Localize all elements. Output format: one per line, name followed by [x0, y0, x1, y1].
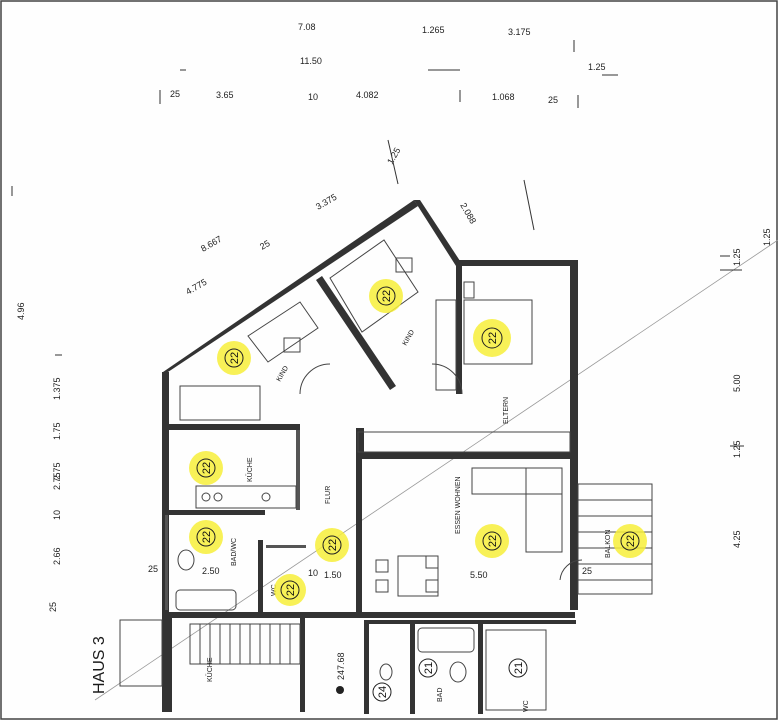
svg-text:10: 10: [308, 568, 318, 578]
svg-text:11.50: 11.50: [300, 56, 322, 66]
svg-text:25: 25: [548, 95, 558, 105]
svg-text:8.667: 8.667: [199, 234, 224, 254]
room-label-eltern: ELTERN: [503, 397, 510, 424]
svg-text:1.25: 1.25: [588, 62, 606, 72]
svg-text:22: 22: [327, 539, 339, 551]
svg-text:2.088: 2.088: [458, 201, 478, 226]
marker-balkon: 22: [613, 524, 647, 558]
svg-text:1.25: 1.25: [385, 146, 402, 166]
room-label-kueche2: KÜCHE: [206, 657, 214, 682]
marker-wc: 22: [274, 574, 306, 606]
svg-text:2.75: 2.75: [52, 472, 62, 490]
room-label-kind2: KIND: [402, 329, 416, 347]
svg-text:4.96: 4.96: [16, 302, 26, 320]
haus-label: HAUS 3: [91, 636, 108, 694]
svg-text:22: 22: [201, 531, 213, 543]
svg-text:1.375: 1.375: [52, 377, 62, 400]
room-label-bad: BAD: [437, 688, 444, 702]
marker-kind1: 22: [217, 341, 251, 375]
diagonal-dimensions: 1.25 2.088 3.375 8.667 4.775 25: [184, 139, 535, 297]
scan-diagonal-line: [94, 239, 778, 701]
svg-text:1.25: 1.25: [732, 440, 742, 458]
interior-dimensions: 2.50 1.50 5.50 10 25: [202, 566, 592, 580]
svg-text:3.175: 3.175: [508, 27, 531, 37]
room-label-wc2: WC: [523, 700, 530, 712]
svg-text:1.25: 1.25: [732, 248, 742, 266]
walls: [162, 200, 578, 714]
svg-text:25: 25: [148, 564, 158, 574]
svg-text:3.65: 3.65: [216, 90, 234, 100]
svg-text:25: 25: [258, 238, 272, 252]
marker-kueche: 22: [189, 451, 223, 485]
svg-text:22: 22: [201, 462, 213, 474]
svg-text:4.25: 4.25: [732, 530, 742, 548]
svg-text:22: 22: [487, 332, 499, 344]
svg-text:1.265: 1.265: [422, 25, 445, 35]
svg-text:10: 10: [52, 510, 62, 520]
svg-text:21: 21: [513, 662, 525, 674]
room-labels: KIND KIND ELTERN KÜCHE BAD/WC FLUR WC ES…: [206, 329, 612, 712]
svg-text:4.082: 4.082: [356, 90, 379, 100]
svg-text:22: 22: [285, 584, 297, 596]
svg-text:24: 24: [377, 686, 389, 698]
room-label-balkon: BALKON: [605, 530, 612, 558]
svg-text:4.775: 4.775: [184, 277, 209, 297]
marker-flur: 22: [315, 528, 349, 562]
room-label-kueche: KÜCHE: [246, 457, 254, 482]
svg-text:22: 22: [487, 535, 499, 547]
room-label-essen-wohnen: ESSEN WOHNEN: [455, 476, 462, 534]
svg-text:7.08: 7.08: [298, 22, 316, 32]
room-label-flur: FLUR: [325, 486, 332, 504]
svg-text:1.068: 1.068: [492, 92, 515, 102]
room-label-kind1: KIND: [276, 365, 290, 383]
svg-text:2.50: 2.50: [202, 566, 220, 576]
marker-neighbor-wc: 24: [372, 682, 392, 702]
svg-text:22: 22: [229, 352, 241, 364]
svg-text:3.375: 3.375: [314, 192, 339, 212]
svg-text:2.75: 2.75: [52, 462, 62, 480]
svg-text:1.25: 1.25: [762, 228, 772, 246]
marker-kind2: 22: [369, 279, 403, 313]
svg-text:247.68: 247.68: [336, 652, 346, 680]
marker-wohnen: 22: [475, 524, 509, 558]
svg-text:5.00: 5.00: [732, 374, 742, 392]
svg-text:22: 22: [625, 535, 637, 547]
svg-text:22: 22: [381, 290, 393, 302]
top-dimensions: 7.08 1.265 3.175 11.50 1.25 25 3.65 10 4…: [159, 22, 618, 108]
svg-text:1.75: 1.75: [52, 422, 62, 440]
level-marker: 247.68: [336, 652, 346, 694]
marker-eltern: 22: [473, 319, 511, 357]
svg-text:25: 25: [170, 89, 180, 99]
right-dimensions: 1.25 1.25 5.00 1.25 4.25: [720, 228, 772, 548]
svg-text:1.50: 1.50: [324, 570, 342, 580]
furniture: [119, 239, 653, 711]
svg-text:10: 10: [308, 92, 318, 102]
svg-text:2.66: 2.66: [52, 547, 62, 565]
marker-neighbor-bad: 21: [418, 658, 438, 678]
room-markers: 22 22 22 22 22 22 22 22 22 21 21 24: [189, 279, 647, 702]
svg-text:21: 21: [423, 662, 435, 674]
svg-text:25: 25: [582, 566, 592, 576]
svg-text:5.50: 5.50: [470, 570, 488, 580]
marker-bad-wc: 22: [189, 520, 223, 554]
room-label-bad-wc: BAD/WC: [231, 538, 238, 566]
left-dimensions: 4.96 1.375 1.75 2.75 10 2.75 2.66 25 25: [11, 186, 158, 612]
svg-text:25: 25: [48, 602, 58, 612]
marker-neighbor-kueche: 21: [508, 658, 528, 678]
